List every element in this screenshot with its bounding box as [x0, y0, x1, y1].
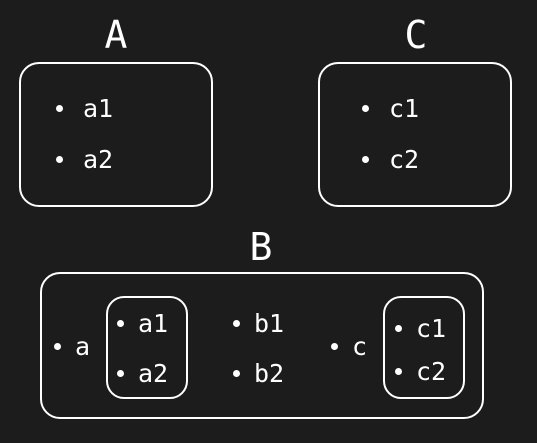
bullet-icon [56, 155, 63, 163]
group-b-item-2: b2 [233, 360, 284, 386]
group-a-title: A [104, 13, 128, 57]
group-c-title: C [404, 13, 428, 57]
item-label: a1 [138, 308, 169, 338]
group-c-item-1: c1 [362, 95, 419, 121]
bullet-icon [54, 342, 61, 350]
group-b-ref-c-box [383, 296, 465, 399]
group-a-box [19, 62, 213, 207]
bullet-icon [395, 324, 402, 332]
group-b-ref-a-item-1: a1 [117, 310, 168, 336]
group-b-ref-c: c [331, 333, 367, 359]
item-label: c1 [389, 93, 420, 123]
bullet-icon [233, 319, 240, 327]
group-b-ref-a: a [54, 333, 90, 359]
item-label: b1 [254, 308, 285, 338]
item-label: c2 [416, 356, 447, 386]
item-label: c2 [389, 144, 420, 174]
bullet-icon [117, 369, 124, 377]
group-c-box [318, 62, 512, 207]
bullet-icon [362, 104, 369, 112]
item-label: a2 [83, 144, 114, 174]
item-label: a2 [138, 358, 169, 388]
item-label: c1 [416, 313, 447, 343]
bullet-icon [395, 367, 402, 375]
ref-label: a [75, 331, 91, 361]
bullet-icon [362, 155, 369, 163]
group-b-ref-a-item-2: a2 [117, 360, 168, 386]
bullet-icon [233, 369, 240, 377]
group-b-title: B [249, 225, 273, 269]
item-label: b2 [254, 358, 285, 388]
ref-label: c [352, 331, 368, 361]
group-a-item-1: a1 [56, 95, 113, 121]
group-b-ref-a-box [106, 296, 188, 399]
bullet-icon [331, 342, 338, 350]
bullet-icon [56, 104, 63, 112]
bullet-icon [117, 319, 124, 327]
group-b-ref-c-item-2: c2 [395, 358, 446, 384]
item-label: a1 [83, 93, 114, 123]
group-b-ref-c-item-1: c1 [395, 315, 446, 341]
group-c-item-2: c2 [362, 146, 419, 172]
group-a-item-2: a2 [56, 146, 113, 172]
group-b-item-1: b1 [233, 310, 284, 336]
group-b-box [40, 272, 484, 419]
